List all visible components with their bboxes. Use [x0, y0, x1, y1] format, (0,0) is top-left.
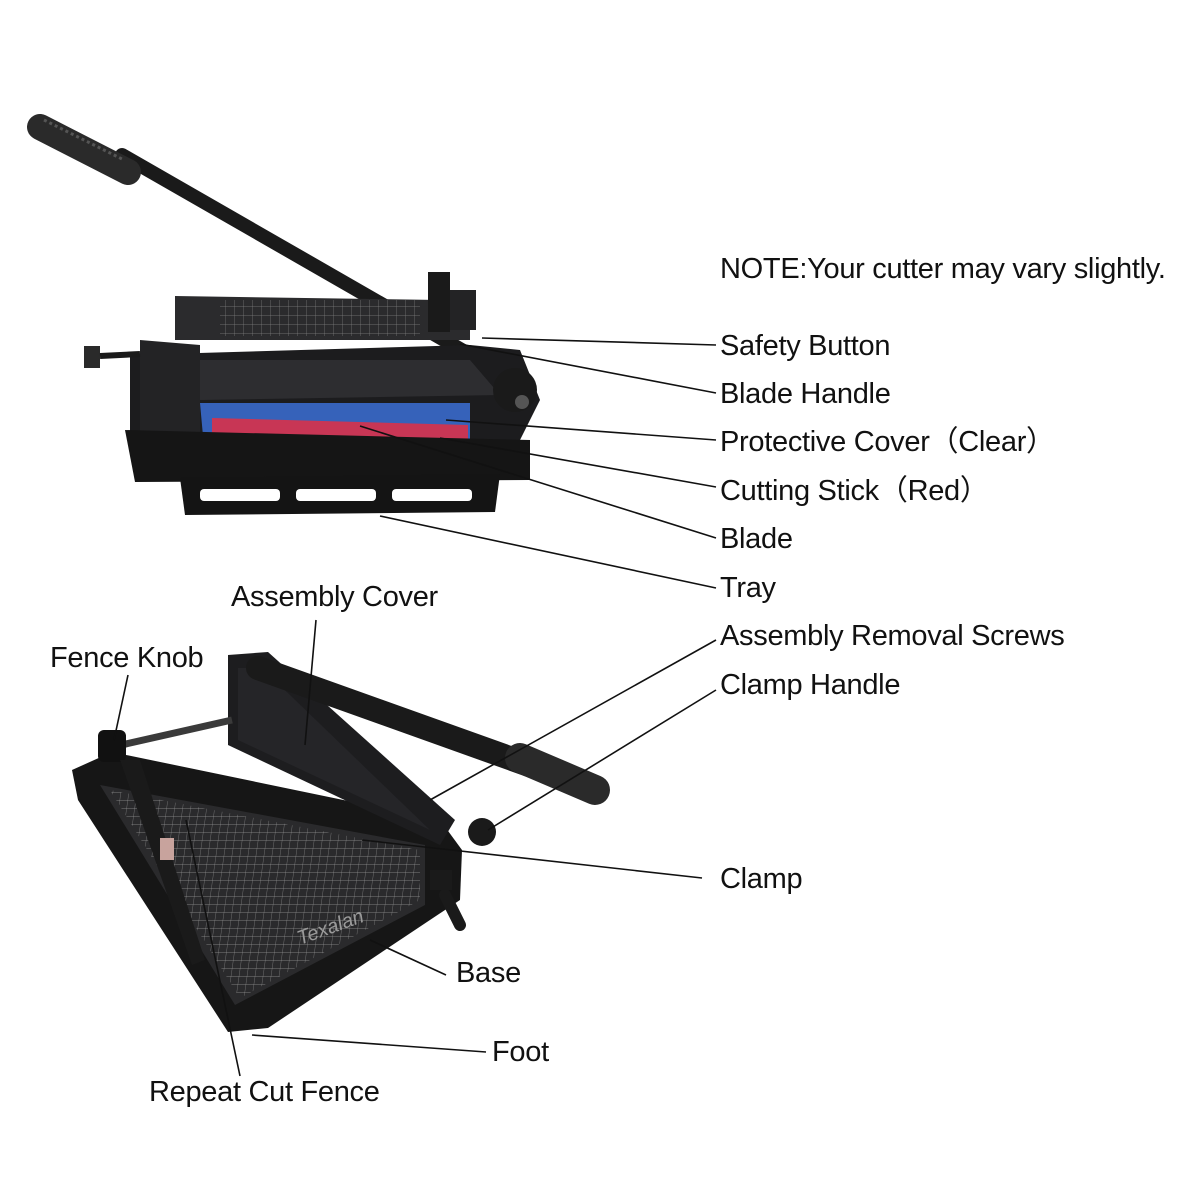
- tray: [180, 474, 500, 515]
- top-cutter: [27, 114, 540, 515]
- label-assembly-removal-screws: Assembly Removal Screws: [720, 620, 1065, 652]
- label-foot: Foot: [492, 1036, 549, 1068]
- label-protective-cover: Protective Cover（Clear）: [720, 426, 1055, 458]
- label-tray: Tray: [720, 572, 776, 604]
- label-repeat-cut-fence: Repeat Cut Fence: [149, 1076, 380, 1108]
- label-fence-knob: Fence Knob: [50, 642, 204, 674]
- label-clamp: Clamp: [720, 863, 803, 895]
- label-blade-handle: Blade Handle: [720, 378, 891, 410]
- note-text: NOTE:Your cutter may vary slightly.: [720, 253, 1166, 285]
- label-clamp-handle: Clamp Handle: [720, 669, 901, 701]
- clamp-handle-bar: [246, 656, 610, 805]
- label-blade: Blade: [720, 523, 793, 555]
- label-cutting-stick: Cutting Stick（Red）: [720, 475, 989, 507]
- label-assembly-cover: Assembly Cover: [231, 581, 438, 613]
- fence-knob: [98, 730, 126, 762]
- repeat-cut-fence: [120, 760, 205, 965]
- bottom-cutter: Texalan: [72, 652, 610, 1032]
- leader-lines: [113, 337, 717, 1077]
- label-safety-button: Safety Button: [720, 330, 891, 362]
- label-base: Base: [456, 957, 521, 989]
